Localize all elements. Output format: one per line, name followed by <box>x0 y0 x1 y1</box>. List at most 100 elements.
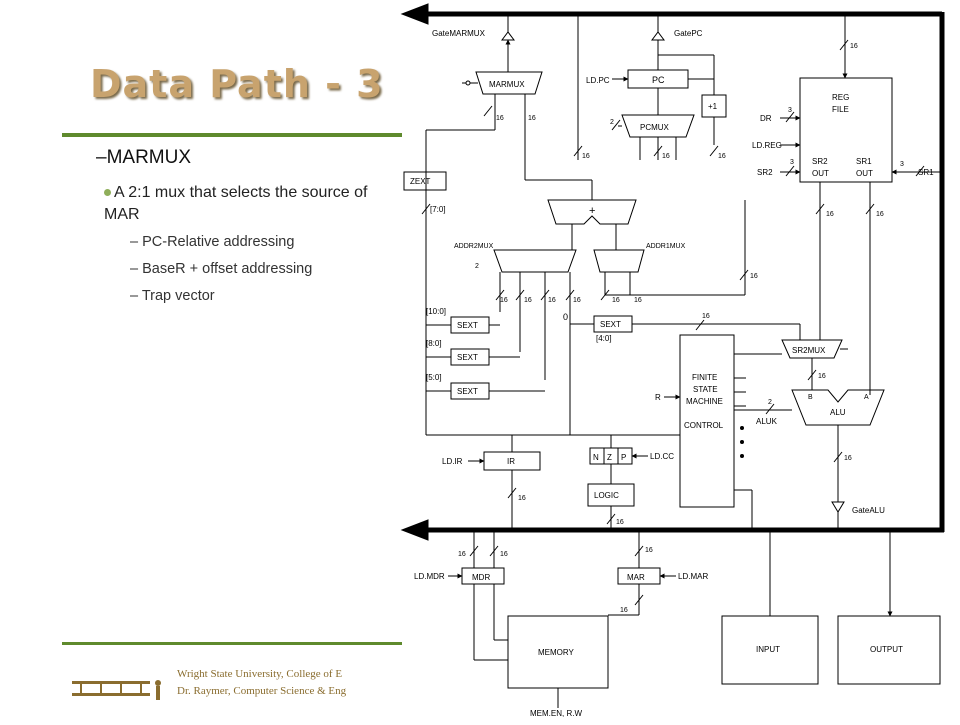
gate-pc-label: GatePC <box>674 29 703 38</box>
bits-4-0-label: [4:0] <box>596 334 612 343</box>
width-16-label: 16 <box>496 115 504 122</box>
addr1mux-shape <box>593 249 645 273</box>
addr1mux-label: ADDR1MUX <box>646 243 686 250</box>
sr2-label: SR2 <box>757 168 773 177</box>
sext-label: SEXT <box>457 353 478 362</box>
width-16-label: 16 <box>844 455 852 462</box>
sext-label: SEXT <box>457 321 478 330</box>
datapath-svg: GateMARMUX GatePC MARMUX PC LD.PC +1 PCM… <box>400 3 945 718</box>
pc-label: PC <box>652 75 665 85</box>
width-16-label: 16 <box>573 297 581 304</box>
ld-reg-label: LD.REG <box>752 141 782 150</box>
dr-label: DR <box>760 114 772 123</box>
zext-label: ZEXT <box>410 177 431 186</box>
ir-label: IR <box>507 457 515 466</box>
n-label: N <box>593 453 599 462</box>
gate-marmux-label: GateMARMUX <box>432 29 486 38</box>
bullet-description-text: A 2:1 mux that selects the source of MAR <box>104 184 368 223</box>
pcmux-shape <box>621 114 695 138</box>
sr1-label: SR1 <box>918 168 934 177</box>
width-16-label: 16 <box>612 297 620 304</box>
input-label: INPUT <box>756 645 780 654</box>
mem-en-label: MEM.EN, R.W <box>530 709 582 718</box>
width-16-label: 16 <box>620 607 628 614</box>
ld-ir-label: LD.IR <box>442 457 463 466</box>
width-16-label: 16 <box>750 273 758 280</box>
mar-label: MAR <box>627 573 645 582</box>
bottom-bus-arrow-icon <box>400 519 429 541</box>
sext-label: SEXT <box>457 387 478 396</box>
width-16-label: 16 <box>500 551 508 558</box>
ld-mdr-label: LD.MDR <box>414 572 445 581</box>
width-16-label: 16 <box>718 153 726 160</box>
width-16-label: 16 <box>850 43 858 50</box>
width-16-label: 16 <box>702 313 710 320</box>
sub-item: – PC-Relative addressing <box>130 234 295 250</box>
width-16-label: 16 <box>500 297 508 304</box>
width-16-label: 16 <box>876 211 884 218</box>
bits-5-0-label: [5:0] <box>426 373 442 382</box>
sext-label: SEXT <box>600 320 621 329</box>
width-2-label: 2 <box>610 119 614 126</box>
width-16-label: 16 <box>662 153 670 160</box>
width-3-label: 3 <box>900 161 904 168</box>
ld-cc-label: LD.CC <box>650 452 674 461</box>
plus-one-label: +1 <box>708 102 718 111</box>
width-16-label: 16 <box>528 115 536 122</box>
width-2-label: 2 <box>768 399 772 406</box>
reg-file-label-1: REG <box>832 93 849 102</box>
title-rule <box>62 133 402 137</box>
footer-rule <box>62 642 402 645</box>
mdr-label: MDR <box>472 573 490 582</box>
r-label: R <box>655 393 661 402</box>
zext-box <box>403 171 447 191</box>
wright-flyer-logo <box>72 680 161 700</box>
memory-label: MEMORY <box>538 648 575 657</box>
control-label: CONTROL <box>684 421 724 430</box>
fsm-label-2: STATE <box>693 385 718 394</box>
lc3-datapath-diagram: GateMARMUX GatePC MARMUX PC LD.PC +1 PCM… <box>395 0 955 720</box>
bits-8-0-label: [8:0] <box>426 339 442 348</box>
marmux-shape <box>475 71 543 95</box>
output-label: OUTPUT <box>870 645 903 654</box>
sr1-out-label-1: SR1 <box>856 157 872 166</box>
gate-alu-label: GateALU <box>852 506 885 515</box>
fsm-label-1: FINITE <box>692 373 717 382</box>
width-3-label: 3 <box>790 159 794 166</box>
width-16-label: 16 <box>616 519 624 526</box>
alu-label: ALU <box>830 408 846 417</box>
p-label: P <box>621 453 626 462</box>
bullet-description: A 2:1 mux that selects the source of MAR <box>104 182 384 226</box>
aluk-label: ALUK <box>756 417 778 426</box>
reg-file-label-2: FILE <box>832 105 849 114</box>
top-bus-arrow-icon <box>400 3 429 25</box>
slide-title: Data Path - 3 <box>90 62 384 106</box>
width-16-label: 16 <box>826 211 834 218</box>
alu-shape <box>791 389 885 426</box>
alu-a-label: A <box>864 394 869 401</box>
fsm-label-3: MACHINE <box>686 397 723 406</box>
zero-label: 0 <box>563 312 568 322</box>
alu-b-label: B <box>808 394 813 401</box>
logic-label: LOGIC <box>594 491 619 500</box>
address-adder <box>547 199 637 225</box>
bits-10-0-label: [10:0] <box>426 307 446 316</box>
width-16-label: 16 <box>582 153 590 160</box>
width-16-label: 16 <box>458 551 466 558</box>
footer-author: Dr. Raymer, Computer Science & Eng <box>177 685 347 697</box>
pcmux-label: PCMUX <box>640 123 670 132</box>
footer-university: Wright State University, College of E <box>177 668 343 680</box>
sr1-out-label-2: OUT <box>856 169 873 178</box>
sr2mux-shape <box>781 339 843 359</box>
width-16-label: 16 <box>645 547 653 554</box>
width-2-label: 2 <box>475 263 479 270</box>
addr2mux-label: ADDR2MUX <box>454 243 494 250</box>
width-16-label: 16 <box>818 373 826 380</box>
finite-state-machine <box>679 334 735 508</box>
sub-item: – BaseR + offset addressing <box>130 261 313 277</box>
bullet-marmux: –MARMUX <box>96 147 192 168</box>
width-16-label: 16 <box>518 495 526 502</box>
adder-plus-label: + <box>589 205 595 217</box>
addr2mux-shape <box>493 249 577 273</box>
marmux-label: MARMUX <box>489 80 525 89</box>
